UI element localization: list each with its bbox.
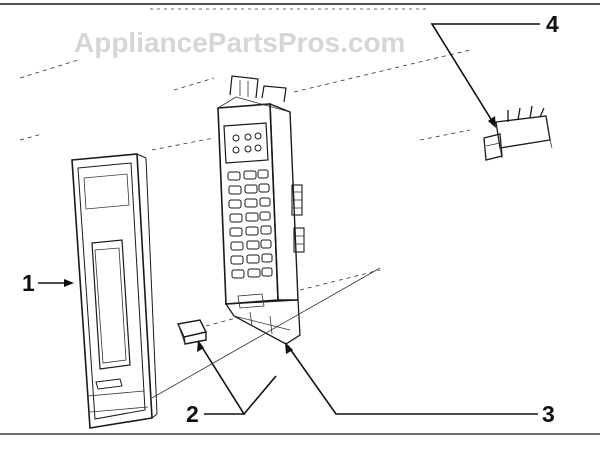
assembly-guide-lines xyxy=(19,49,471,327)
assembly-line-long xyxy=(151,267,381,399)
callout-label-2: 2 xyxy=(186,401,199,427)
switch-connector xyxy=(483,105,553,161)
button-cap xyxy=(176,319,208,345)
callout-label-3: 3 xyxy=(542,401,555,427)
callout-label-4: 4 xyxy=(546,11,559,37)
watermark-text: AppliancePartsPros.com xyxy=(74,27,405,58)
keypad-keys xyxy=(227,169,273,279)
callout-label-1: 1 xyxy=(22,270,35,296)
control-panel-frame xyxy=(71,153,158,429)
keypad-control-board xyxy=(217,75,305,345)
callout-leaders xyxy=(38,23,540,415)
